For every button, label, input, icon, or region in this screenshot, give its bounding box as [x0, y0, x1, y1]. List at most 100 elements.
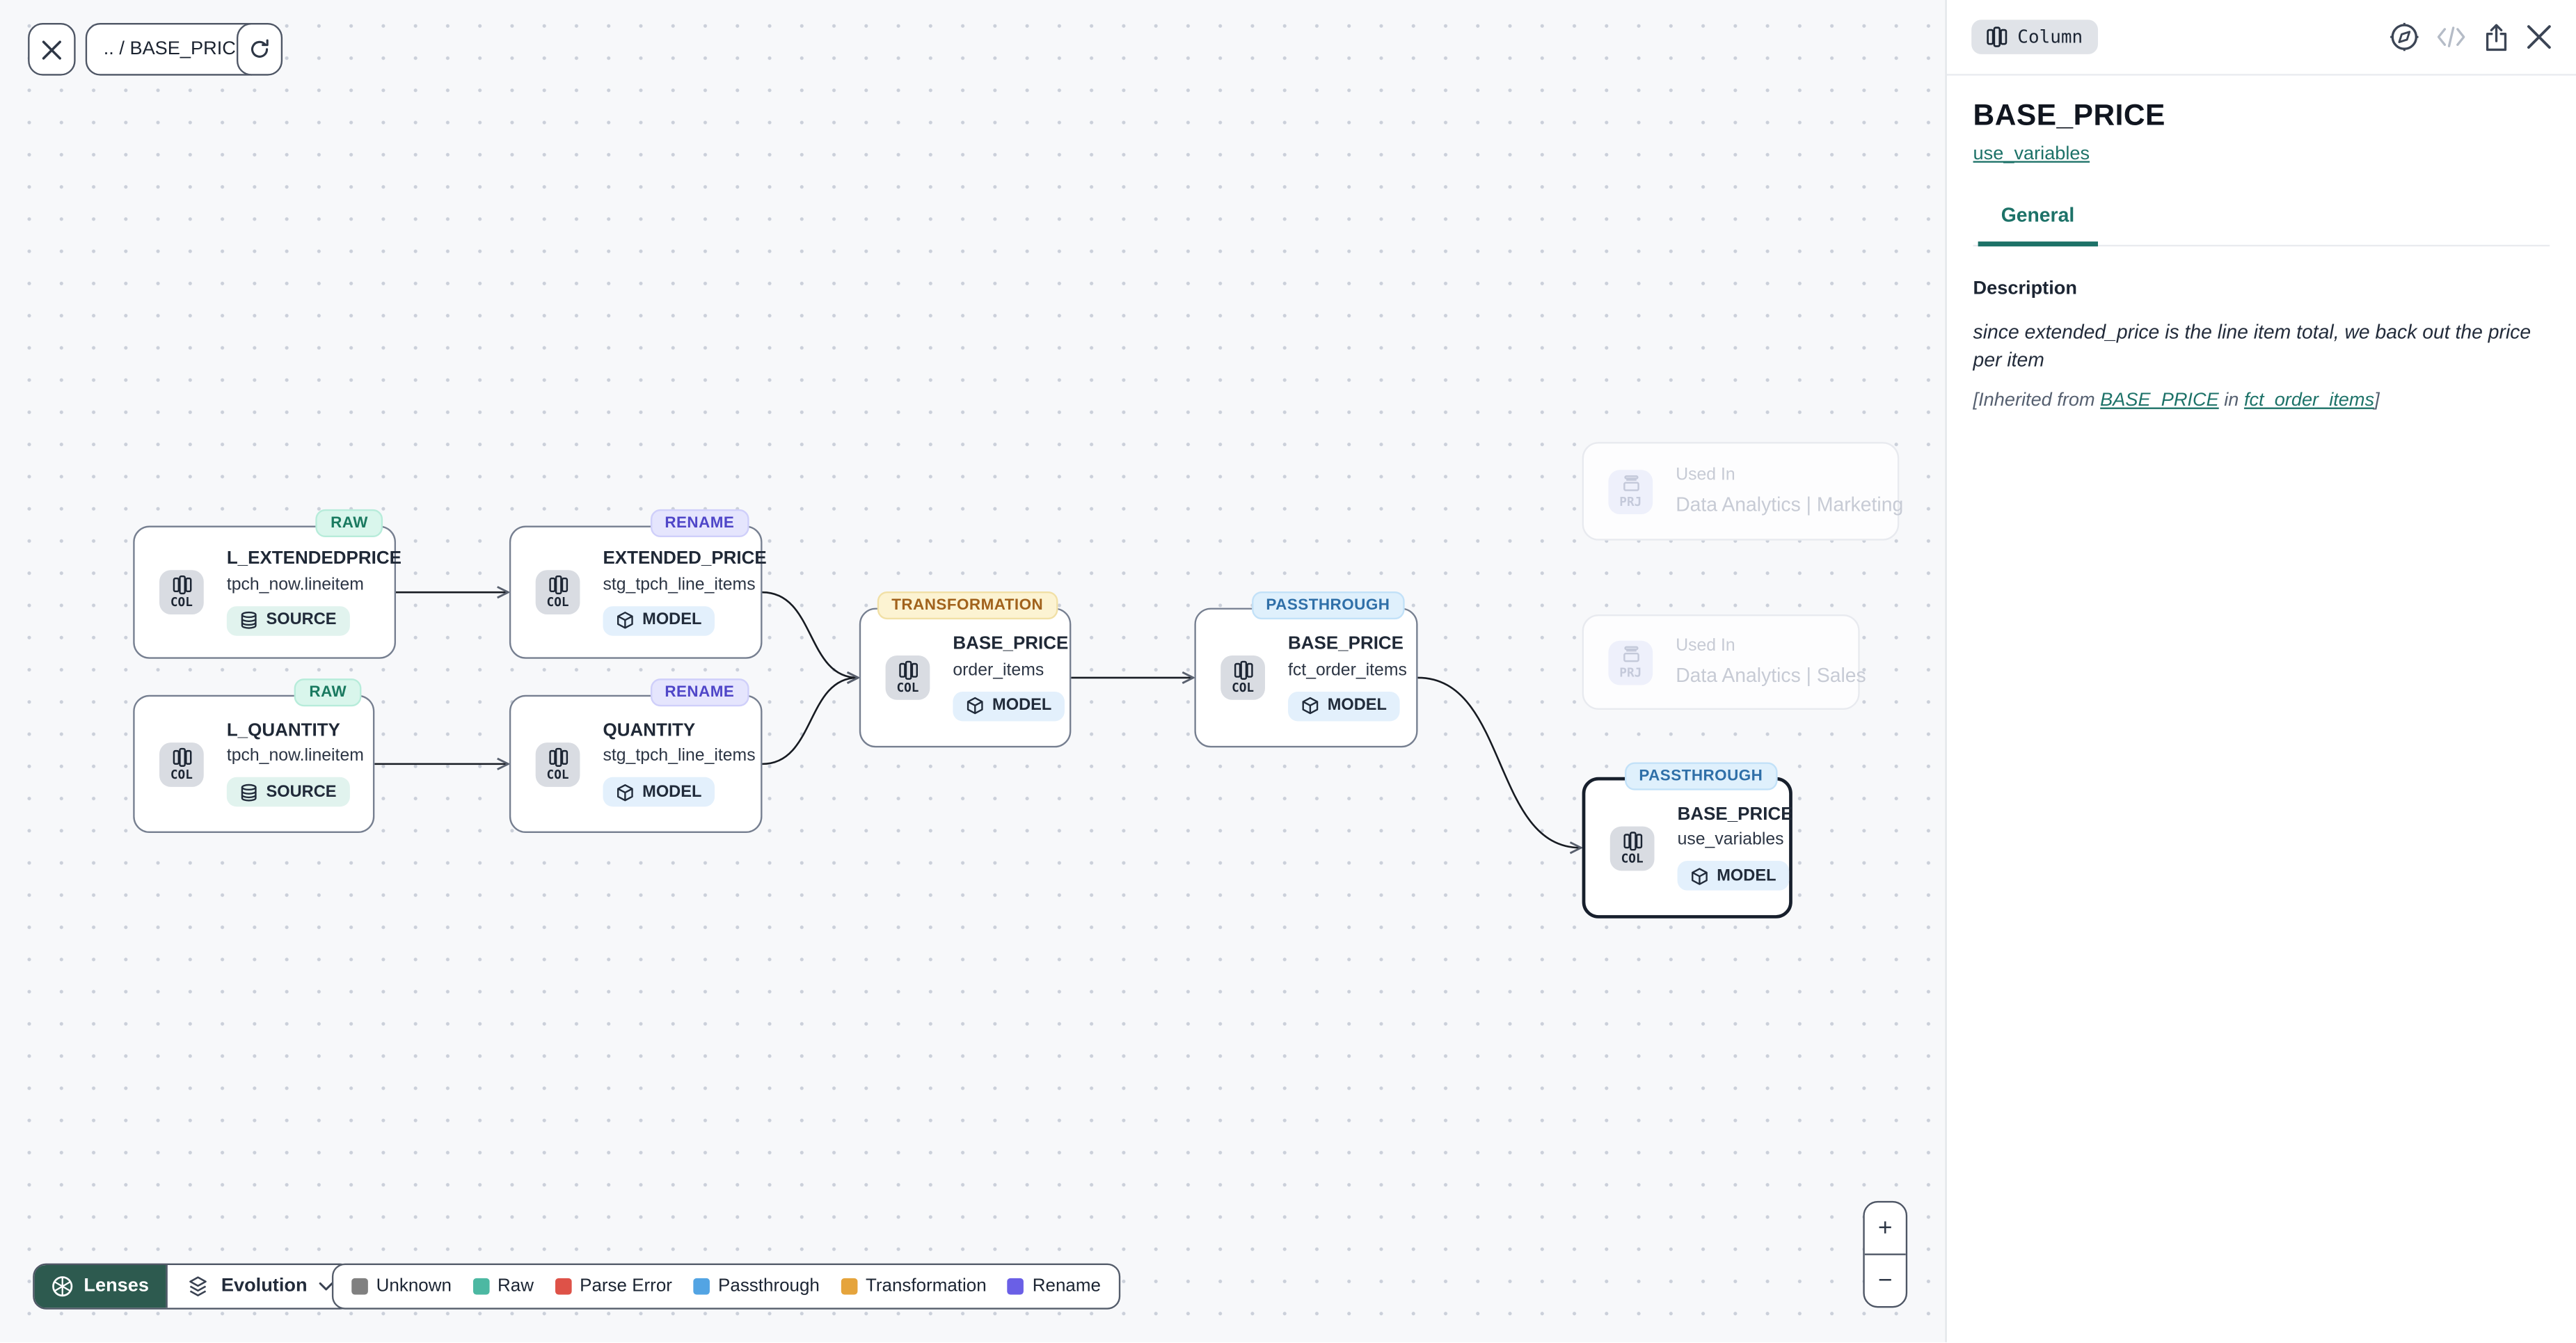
model-cube-icon: [967, 697, 983, 715]
node-kind-icon: PRJ: [1608, 469, 1653, 514]
code-icon: [2437, 26, 2465, 47]
node-subtitle: order_items: [953, 660, 1044, 681]
inherited-column-link[interactable]: BASE_PRICE: [2100, 390, 2219, 411]
database-icon: [241, 612, 257, 630]
node-kind-label: PRJ: [1619, 665, 1642, 680]
column-icon: [172, 575, 191, 595]
graph-node-base_price_fct_order_items[interactable]: PASSTHROUGH COL BASE_PRICE fct_order_: [1194, 591, 1418, 748]
node-text: BASE_PRICE order_items: [953, 634, 1069, 722]
graph-node-l_extendedprice[interactable]: RAW COL L_EXTENDEDPRICE tpch_now.line: [133, 509, 401, 659]
panel-tabs: General: [1973, 204, 2550, 247]
close-icon: [42, 40, 61, 59]
node-title: BASE_PRICE: [953, 634, 1069, 654]
inherited-mid: in: [2218, 390, 2244, 411]
refresh-button[interactable]: [236, 23, 283, 76]
node-title: QUANTITY: [603, 720, 696, 740]
inherited-model-link[interactable]: fct_order_items: [2243, 390, 2375, 411]
lens-selector-dropdown[interactable]: Evolution: [165, 1264, 352, 1308]
node-kind-label: COL: [1621, 850, 1644, 866]
node-type-pill: MODEL: [1677, 861, 1790, 891]
node-kind-icon: PRJ: [1608, 639, 1653, 685]
column-icon: [898, 661, 917, 681]
model-cube-icon: [1302, 697, 1319, 715]
node-kind-icon: COL: [159, 741, 204, 786]
close-canvas-button[interactable]: [28, 23, 76, 76]
column-icon: [1233, 661, 1253, 681]
node-subtitle: stg_tpch_line_items: [603, 746, 756, 766]
node-badge: RAW: [315, 509, 383, 538]
node-type-pill-label: MODEL: [1327, 697, 1387, 716]
parent-model-link[interactable]: use_variables: [1973, 144, 2090, 165]
legend-item: Parse Error: [555, 1276, 672, 1296]
tab-general[interactable]: General: [1978, 204, 2098, 247]
compass-icon: [2390, 22, 2419, 51]
zoom-out-button[interactable]: −: [1864, 1253, 1906, 1306]
graph-node-quantity[interactable]: RENAME COL QUANTITY stg_tpch_line_ite: [509, 678, 763, 834]
node-type-pill-label: MODEL: [642, 612, 702, 630]
legend-label: Unknown: [376, 1276, 452, 1296]
node-subtitle: fct_order_items: [1288, 660, 1407, 681]
entity-title: BASE_PRICE: [1973, 98, 2165, 132]
node-kind-icon: COL: [535, 741, 580, 786]
lenses-button[interactable]: Lenses: [34, 1264, 166, 1308]
column-icon: [548, 747, 567, 767]
explore-lineage-button[interactable]: [2389, 22, 2420, 53]
graph-node-l_quantity[interactable]: RAW COL L_QUANTITY tpch_now.lineitem: [133, 678, 375, 834]
node-text: EXTENDED_PRICE stg_tpch_line_items: [603, 549, 767, 636]
close-icon: [2527, 25, 2551, 49]
graph-node-extended_price[interactable]: RENAME COL EXTENDED_PRICE stg_tpch_li: [509, 509, 767, 659]
legend-label: Transformation: [865, 1276, 987, 1296]
node-kind-icon: COL: [885, 655, 930, 700]
close-panel-button[interactable]: [2527, 24, 2551, 49]
node-title: L_QUANTITY: [226, 720, 340, 740]
node-type-pill: MODEL: [953, 691, 1065, 722]
node-badge: RENAME: [650, 509, 749, 538]
breadcrumb[interactable]: .. / BASE_PRICE: [85, 23, 267, 76]
graph-node-base_price_order_items[interactable]: TRANSFORMATION COL BASE_PRICE order_i: [859, 591, 1072, 748]
model-cube-icon: [1692, 868, 1708, 885]
node-subtitle: tpch_now.lineitem: [226, 746, 364, 766]
description-inherited: [Inherited from BASE_PRICE in fct_order_…: [1973, 390, 2550, 410]
column-icon: [172, 747, 191, 767]
description-label: Description: [1973, 279, 2077, 299]
node-badge: PASSTHROUGH: [1624, 762, 1778, 790]
legend-item: Unknown: [351, 1276, 452, 1296]
share-icon: [2486, 23, 2507, 50]
node-type-pill-label: MODEL: [642, 784, 702, 802]
legend-label: Passthrough: [718, 1276, 820, 1296]
project-icon: [1622, 475, 1639, 491]
legend-swatch: [1008, 1278, 1024, 1295]
legend-swatch: [351, 1278, 368, 1295]
breadcrumb-label: .. / BASE_PRICE: [103, 39, 248, 59]
lenses-button-label: Lenses: [84, 1276, 150, 1296]
node-text: L_EXTENDEDPRICE tpch_now.lineitem: [226, 549, 401, 636]
node-subtitle: tpch_now.lineitem: [226, 574, 364, 595]
node-text: L_QUANTITY tpch_now.lineitem: [226, 720, 364, 808]
graph-node-used_in_sales[interactable]: PRJ Used In Data Analytics | Sales: [1582, 614, 1866, 710]
node-subtitle: use_variables: [1677, 830, 1784, 850]
column-icon: [1987, 26, 2007, 47]
lineage-edge: [762, 591, 861, 684]
lineage-canvas[interactable]: .. / BASE_PRICE RAW: [0, 0, 1946, 1343]
graph-node-base_price_use_variables[interactable]: PASSTHROUGH COL BASE_PRICE use_variab: [1582, 762, 1793, 919]
node-type-pill: MODEL: [1288, 691, 1400, 722]
node-title: BASE_PRICE: [1288, 634, 1404, 654]
panel-header-icons: [2389, 22, 2552, 53]
node-badge: TRANSFORMATION: [876, 591, 1058, 620]
node-text: Used In Data Analytics | Sales: [1676, 637, 1866, 688]
node-badge: RAW: [294, 678, 362, 707]
details-panel: Column: [1945, 0, 2576, 1343]
inherited-suffix: ]: [2374, 390, 2380, 411]
graph-node-used_in_marketing[interactable]: PRJ Used In Data Analytics | Marketing: [1582, 442, 1903, 541]
node-type-pill-label: SOURCE: [266, 612, 337, 630]
node-kind-label: COL: [546, 595, 569, 610]
zoom-in-button[interactable]: +: [1877, 1214, 1893, 1242]
view-code-button[interactable]: [2436, 26, 2465, 48]
node-type-pill-label: MODEL: [1717, 867, 1776, 886]
legend-label: Raw: [498, 1276, 534, 1296]
zoom-controls: + −: [1863, 1200, 1908, 1308]
share-button[interactable]: [2482, 22, 2510, 51]
legend-item: Rename: [1008, 1276, 1101, 1296]
project-icon: [1622, 646, 1639, 662]
